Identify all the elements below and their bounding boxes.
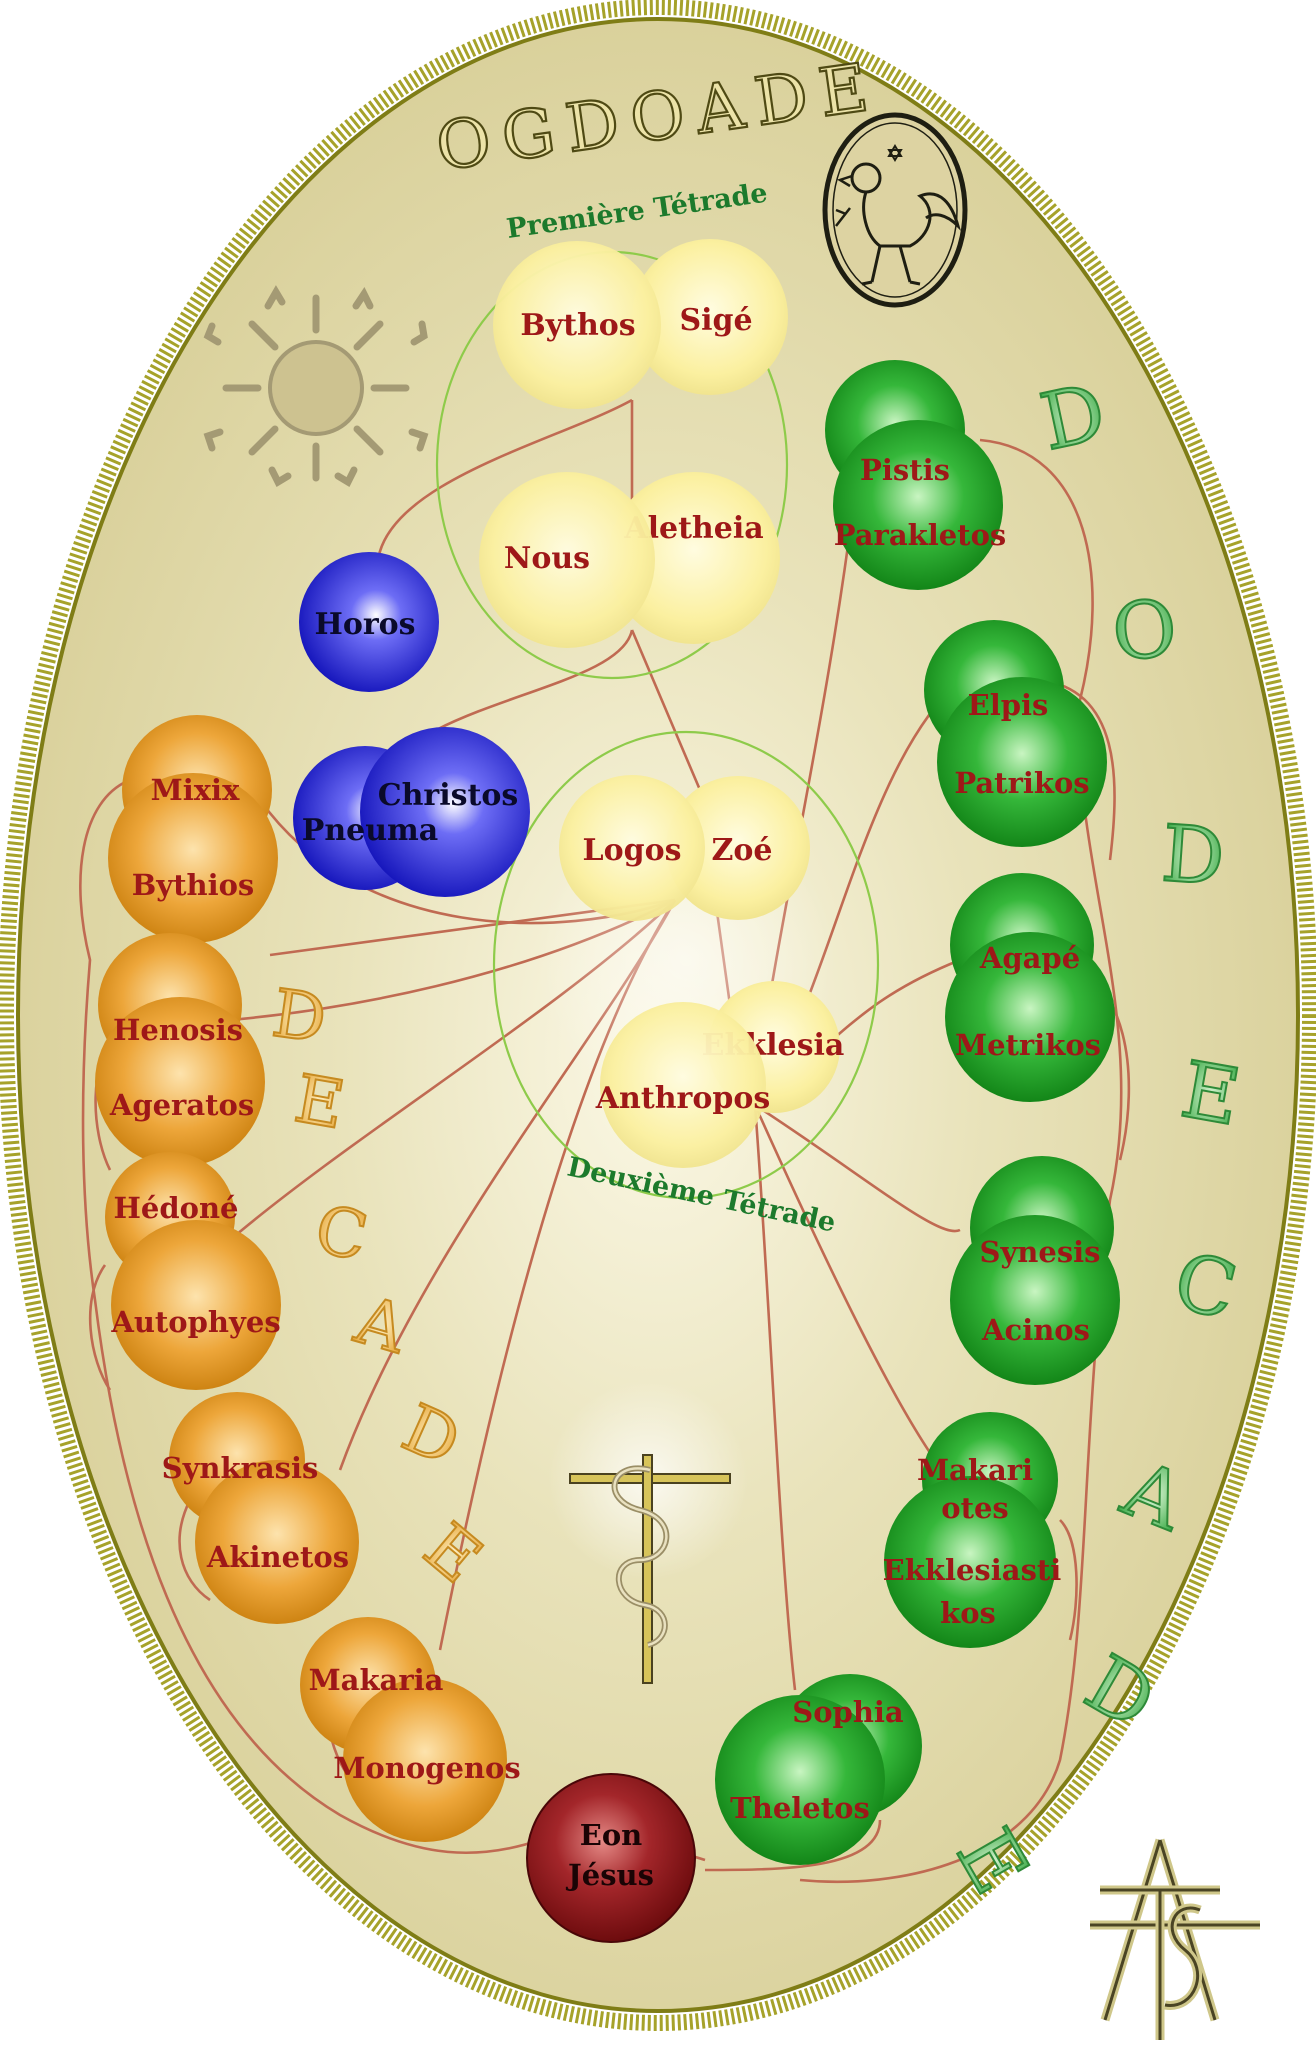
aeon-label: Ekklesiasti <box>883 1553 1062 1587</box>
aeon-label: Bythios <box>132 868 255 902</box>
aeon-label: Sigé <box>679 303 752 338</box>
aeon-bythos: Bythos <box>493 241 661 409</box>
aeon-nous: Nous <box>479 472 655 648</box>
aeon-label: Anthropos <box>595 1081 770 1116</box>
pneuma-label: Pneuma <box>302 813 438 848</box>
makariotes-label-1: Makari <box>917 1453 1033 1487</box>
makariotes-label-2: otes <box>941 1491 1009 1525</box>
mixix-label: Mixix <box>151 773 240 807</box>
synkrasis-label: Synkrasis <box>162 1451 319 1485</box>
aeon-horos: Horos <box>299 552 439 692</box>
sophia-label: Sophia <box>792 1695 904 1729</box>
aeon-zoe: Zoé <box>666 776 810 920</box>
aeon-christos: Christos <box>360 727 530 897</box>
aeon-label: Patrikos <box>954 766 1089 800</box>
aeon-label: Christos <box>378 778 519 813</box>
aeon-label: Horos <box>314 607 415 642</box>
aeon-akinetos: Akinetos <box>195 1460 359 1624</box>
aeon-label: Theletos <box>730 1791 870 1825</box>
synesis-label: Synesis <box>980 1235 1101 1269</box>
dodecade-letter: O <box>1109 584 1181 679</box>
sun-icon <box>203 285 429 487</box>
aeon-ekklesiastikos: Ekklesiasti kos <box>883 1476 1062 1648</box>
aeon-label: kos <box>940 1596 996 1630</box>
aeon-label: Ageratos <box>109 1088 254 1122</box>
aeon-label: Akinetos <box>206 1540 349 1574</box>
aeon-sige: Sigé <box>632 239 788 395</box>
aeon-label: Jésus <box>565 1858 654 1892</box>
aeon-eon-jesus: Eon Jésus <box>526 1773 696 1943</box>
dodecade-letter: E <box>1175 1045 1247 1144</box>
monogram-icon <box>1090 1838 1260 2040</box>
aeon-ageratos: Ageratos <box>95 997 265 1167</box>
aeon-logos: Logos <box>559 775 705 921</box>
aeon-autophyes: Autophyes <box>110 1220 281 1390</box>
aeon-metrikos: Metrikos <box>945 932 1115 1102</box>
aeon-parakletos: Parakletos <box>833 420 1006 590</box>
aeon-label: Metrikos <box>955 1028 1101 1062</box>
dodecade-letter: D <box>1159 809 1228 903</box>
aeon-monogenos: Monogenos <box>333 1678 521 1842</box>
aeon-label: Nous <box>504 541 590 576</box>
aeon-label: Acinos <box>981 1313 1090 1347</box>
henosis-label: Henosis <box>113 1013 243 1047</box>
deuxieme-tetrade-ring <box>492 730 880 1200</box>
hedone-label: Hédoné <box>113 1191 238 1225</box>
aeon-bythios: Bythios <box>108 773 278 943</box>
aeon-patrikos: Patrikos <box>937 677 1107 847</box>
agape-label: Agapé <box>979 941 1080 975</box>
aeon-label: Zoé <box>712 833 773 868</box>
decade-letter: D <box>268 975 331 1059</box>
aeon-theletos: Theletos <box>715 1695 885 1865</box>
aeon-label: Logos <box>583 833 682 868</box>
aeon-label: Parakletos <box>834 518 1007 552</box>
aeon-anthropos: Anthropos <box>595 1002 770 1168</box>
aeon-label: Monogenos <box>333 1751 520 1785</box>
aeon-label: Eon <box>580 1818 643 1852</box>
pistis-label: Pistis <box>860 453 950 487</box>
caduceus-cross-icon <box>569 1454 731 1684</box>
abraxas-seal-icon <box>822 112 968 308</box>
aeon-label: Autophyes <box>110 1305 280 1339</box>
aeon-label: Bythos <box>520 308 635 343</box>
aeon-acinos: Acinos <box>950 1215 1120 1385</box>
elpis-label: Elpis <box>968 688 1049 722</box>
makaria-label: Makaria <box>309 1663 444 1697</box>
